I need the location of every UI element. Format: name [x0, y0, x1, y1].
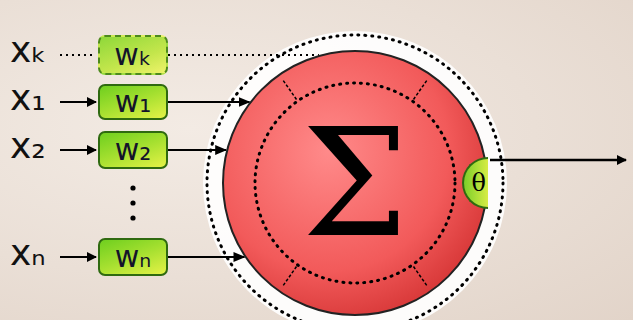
weight-label: w₂: [115, 135, 152, 165]
input-label: xₖ: [10, 32, 47, 68]
ellipsis-dot: [130, 215, 135, 220]
weight-label: w₁: [115, 87, 152, 117]
ellipsis-dot: [130, 185, 135, 190]
weight-connector: [168, 54, 319, 56]
input-line: [60, 54, 96, 56]
input-arrow: [60, 149, 96, 151]
ring-tick: [414, 80, 428, 100]
input-arrow: [60, 256, 96, 258]
inner-dotted-ring: [255, 83, 455, 283]
soma-circle: [223, 51, 487, 315]
ellipsis-dot: [130, 200, 135, 205]
summation-circle: Σθ: [222, 50, 488, 316]
ring-tick: [414, 267, 428, 287]
input-label: x₂: [10, 128, 46, 164]
sum-symbol: Σ: [302, 108, 408, 258]
weight-connector: [168, 101, 250, 103]
halo: [203, 31, 507, 320]
ring-tick: [283, 80, 297, 100]
input-label: x₁: [10, 80, 46, 116]
weight-box: w₁: [98, 84, 168, 120]
weight-box: wₖ: [98, 35, 168, 75]
ring-tick: [283, 267, 297, 287]
weight-label: wₙ: [115, 242, 152, 272]
input-label: xₙ: [10, 235, 46, 271]
threshold-symbol: θ: [472, 171, 486, 195]
weight-box: w₂: [98, 131, 168, 169]
input-arrow: [60, 101, 96, 103]
output-arrow: [490, 159, 626, 162]
outer-dotted-ring: [207, 35, 503, 320]
weight-box: wₙ: [98, 238, 168, 276]
weight-label: wₖ: [114, 40, 151, 70]
weight-connector: [168, 149, 226, 151]
weight-connector: [168, 256, 244, 258]
